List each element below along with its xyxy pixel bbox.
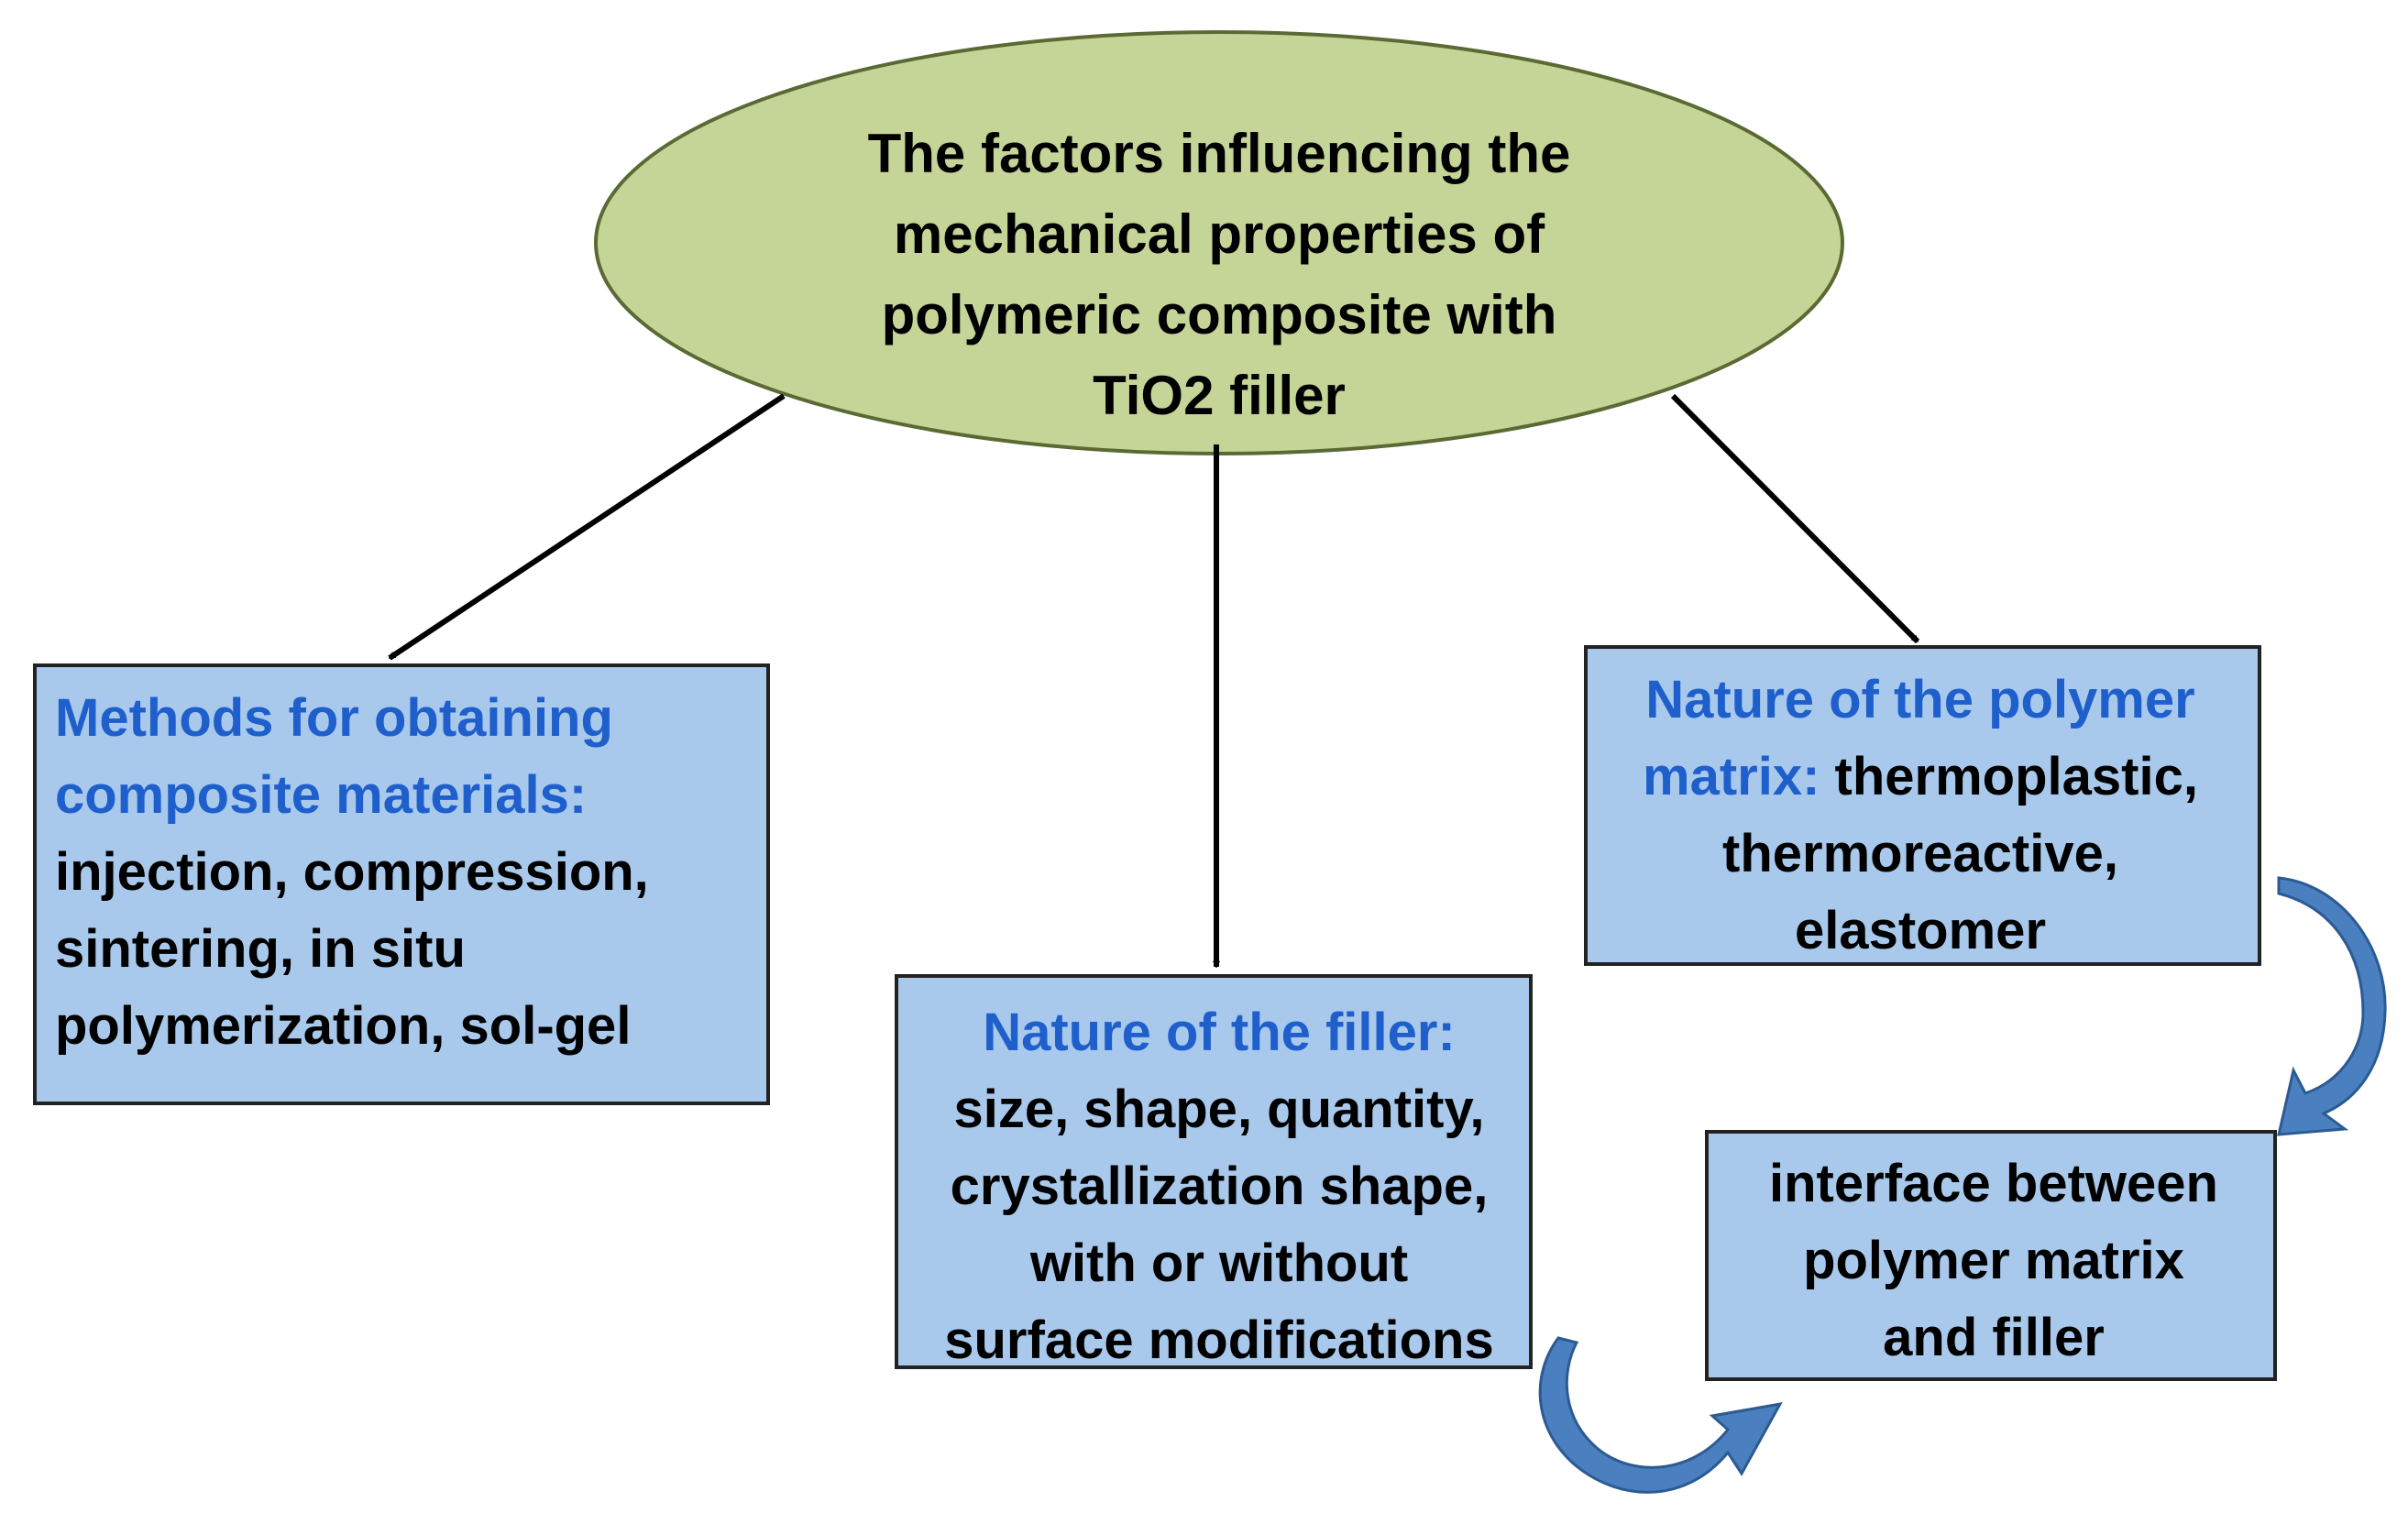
methods-body-line-1: injection, compression,: [55, 842, 649, 902]
root-line-3: polymeric composite with: [881, 284, 1557, 345]
filler-heading-line-1: Nature of the filler:: [983, 1003, 1456, 1062]
polymer-heading-line-1: Nature of the polymer: [1645, 670, 2195, 729]
polymer-body-line-1: thermoreactive,: [1722, 824, 2118, 883]
root-line-4: TiO2 filler: [1093, 365, 1346, 426]
polymer-body-inline: thermoplastic,: [1820, 747, 2198, 806]
box-methods: [33, 663, 770, 1105]
polymer-body-line-2: elastomer: [1794, 901, 2047, 960]
filler-text: Nature of the filler: size, shape, quant…: [907, 994, 1531, 1370]
interface-text: interface between polymer matrix and fil…: [1714, 1146, 2273, 1375]
methods-text: Methods for obtaining composite material…: [55, 680, 770, 1083]
arrow-root-to-polymer: [1670, 393, 1920, 644]
box-polymer: [1584, 645, 2261, 966]
filler-body-line-2: crystallization shape,: [950, 1157, 1489, 1216]
methods-body-line-3: polymerization, sol-gel: [55, 996, 632, 1056]
polymer-text: Nature of the polymer matrix: thermoplas…: [1595, 662, 2246, 960]
interface-body-line-2: polymer matrix: [1803, 1231, 2184, 1290]
methods-heading-line-1: Methods for obtaining: [55, 688, 613, 748]
methods-body-line-2: sintering, in situ: [55, 919, 466, 979]
curved-arrow-polymer-to-interface: [2277, 876, 2387, 1136]
arrow-root-to-methods: [388, 393, 786, 661]
root-line-1: The factors influencing the: [867, 123, 1571, 184]
filler-body-line-3: with or without: [1029, 1233, 1409, 1293]
root-line-2: mechanical properties of: [893, 203, 1545, 265]
filler-body-line-1: size, shape, quantity,: [953, 1080, 1485, 1139]
box-interface: [1705, 1130, 2277, 1381]
methods-heading-line-2: composite materials:: [55, 765, 588, 825]
interface-body-line-3: and filler: [1883, 1308, 2105, 1367]
interface-body-line-1: interface between: [1769, 1154, 2218, 1213]
polymer-heading-line-2: matrix:: [1643, 747, 1820, 806]
curved-arrow-filler-to-interface: [1538, 1336, 1783, 1494]
box-filler: [895, 974, 1533, 1369]
filler-body-line-4: surface modifications: [944, 1310, 1494, 1370]
polymer-line-2: matrix: thermoplastic,: [1595, 739, 2246, 816]
root-title: The factors influencing the mechanical p…: [797, 110, 1641, 440]
